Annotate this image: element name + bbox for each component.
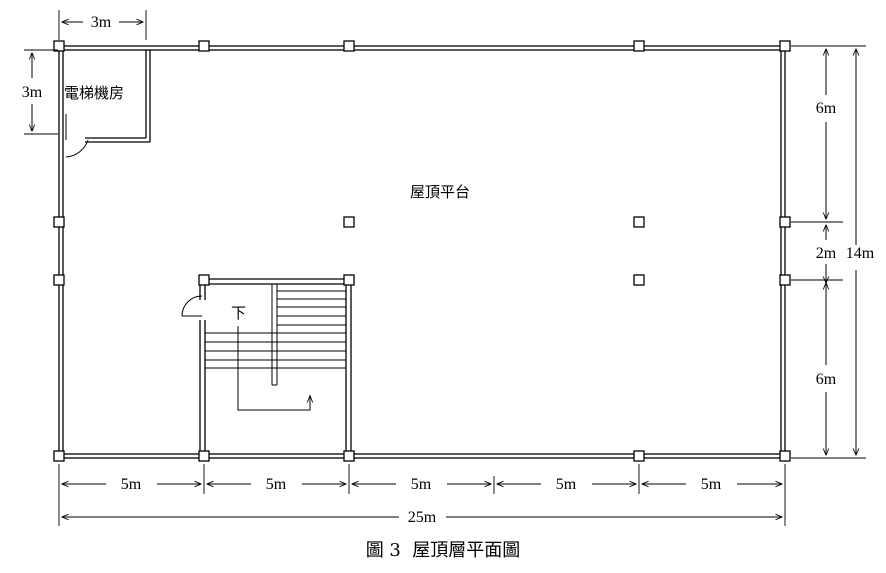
- outer-walls: [58, 45, 786, 459]
- column: [343, 216, 355, 228]
- column: [633, 450, 645, 462]
- stair-treads: [205, 284, 346, 386]
- stair-door: [181, 295, 203, 317]
- bottom-total-label: 25m: [408, 509, 437, 526]
- bottom-bay-1-label: 5m: [121, 476, 142, 493]
- column: [343, 450, 355, 462]
- top-width-label: 3m: [91, 14, 112, 31]
- stair-direction-arrow: [237, 326, 310, 411]
- right-middle-label: 2m: [816, 245, 837, 262]
- top-dimension: [58, 10, 147, 40]
- stair-down-label: 下: [231, 304, 246, 322]
- column: [779, 274, 791, 286]
- right-lower-label: 6m: [816, 371, 837, 388]
- elevator-room-label: 電梯機房: [64, 84, 124, 102]
- right-total-label: 14m: [846, 245, 875, 262]
- column: [633, 40, 645, 52]
- bottom-dimensions: [58, 464, 786, 526]
- column: [779, 450, 791, 462]
- column: [633, 216, 645, 228]
- elevator-height-label: 3m: [22, 84, 43, 101]
- column: [198, 450, 210, 462]
- column: [779, 40, 791, 52]
- column: [198, 274, 210, 286]
- right-dimensions: [791, 45, 866, 459]
- bottom-bay-4-label: 5m: [556, 476, 577, 493]
- left-dimension: [24, 49, 58, 135]
- column: [53, 216, 65, 228]
- bottom-bay-5-label: 5m: [701, 476, 722, 493]
- column: [53, 40, 65, 52]
- column: [779, 216, 791, 228]
- elevator-room-door: [65, 114, 89, 158]
- rooftop-label: 屋頂平台: [410, 183, 470, 201]
- columns: [53, 40, 791, 462]
- column: [53, 450, 65, 462]
- column: [53, 274, 65, 286]
- column: [343, 274, 355, 286]
- column: [343, 40, 355, 52]
- elevator-room-walls: [85, 50, 151, 143]
- column: [633, 274, 645, 286]
- bottom-bay-2-label: 5m: [266, 476, 287, 493]
- bottom-bay-3-label: 5m: [411, 476, 432, 493]
- right-upper-label: 6m: [816, 100, 837, 117]
- column: [198, 40, 210, 52]
- figure-caption: 圖 3 屋頂層平面圖: [366, 540, 521, 561]
